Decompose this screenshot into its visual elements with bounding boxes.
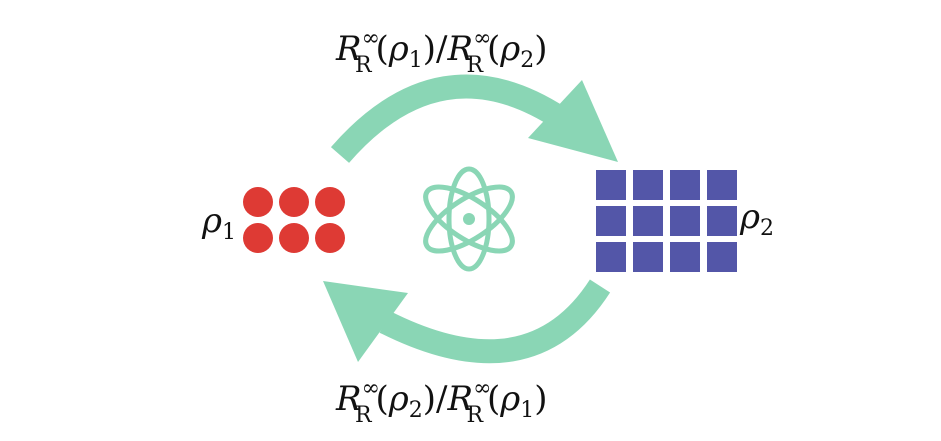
state2-square bbox=[633, 206, 663, 236]
state1-dot bbox=[279, 187, 309, 217]
state2-square bbox=[596, 206, 626, 236]
top-arrow-head bbox=[528, 80, 618, 162]
top-label-slash: / bbox=[436, 29, 448, 69]
bottom-label-R1: R bbox=[335, 379, 362, 419]
top-label: R∞R(ρ1)/R∞R(ρ2) bbox=[335, 26, 548, 78]
bottom-label-rho1: ρ bbox=[388, 379, 409, 419]
state2-square bbox=[670, 206, 700, 236]
state1-label-rho: ρ bbox=[201, 201, 222, 241]
state2-square bbox=[707, 170, 737, 200]
state2-square bbox=[670, 242, 700, 272]
state2-squares bbox=[596, 170, 737, 272]
state1-dot bbox=[243, 223, 273, 253]
state1-dots bbox=[243, 187, 345, 253]
top-label-close1: ) bbox=[423, 29, 436, 69]
top-label-rho2: ρ bbox=[499, 29, 520, 69]
state1-dot bbox=[279, 223, 309, 253]
state1-dot bbox=[243, 187, 273, 217]
top-label-sub1: R bbox=[355, 53, 373, 78]
bottom-label-sub1: R bbox=[355, 403, 373, 428]
top-label-R1: R bbox=[335, 29, 362, 69]
top-label-sup2: ∞ bbox=[473, 26, 491, 51]
top-label-rho1: ρ bbox=[388, 29, 409, 69]
state2-label-rho: ρ bbox=[739, 197, 760, 237]
top-label-sub2: R bbox=[466, 53, 484, 78]
bottom-label-open2: ( bbox=[487, 379, 500, 419]
top-label-sup1: ∞ bbox=[362, 26, 380, 51]
bottom-label-sup1: ∞ bbox=[362, 376, 380, 401]
atom-orbit-3 bbox=[446, 166, 492, 272]
top-label-idx2: 2 bbox=[520, 48, 534, 73]
top-arrow-shaft bbox=[330, 74, 567, 163]
bottom-label-close1: ) bbox=[423, 379, 436, 419]
bottom-label-rho2: ρ bbox=[499, 379, 520, 419]
top-label-close2: ) bbox=[534, 29, 547, 69]
top-arrow bbox=[330, 74, 618, 163]
bottom-arrow-head bbox=[323, 281, 408, 362]
bottom-label-close2: ) bbox=[534, 379, 547, 419]
bottom-label-idx2: 1 bbox=[520, 398, 534, 423]
state1-dot bbox=[315, 187, 345, 217]
top-label-open2: ( bbox=[487, 29, 500, 69]
state1-label: ρ1 bbox=[201, 201, 236, 245]
atom-orbit-2 bbox=[423, 184, 515, 254]
bottom-label-R2: R bbox=[447, 379, 474, 419]
bottom-arrow-shaft bbox=[379, 279, 611, 364]
state2-square bbox=[670, 170, 700, 200]
bottom-arrow bbox=[323, 279, 611, 364]
state2-label-index: 2 bbox=[760, 216, 774, 241]
state1-label-index: 1 bbox=[222, 220, 236, 245]
atom-orbit-1 bbox=[423, 184, 515, 254]
state2-label: ρ2 bbox=[739, 197, 774, 241]
state2-square bbox=[707, 242, 737, 272]
state2-square bbox=[633, 242, 663, 272]
bottom-label-open1: ( bbox=[376, 379, 389, 419]
atom-nucleus bbox=[463, 213, 475, 225]
state2-square bbox=[596, 242, 626, 272]
top-label-R2: R bbox=[447, 29, 474, 69]
bottom-label-sup2: ∞ bbox=[473, 376, 491, 401]
bottom-label-slash: / bbox=[436, 379, 448, 419]
bottom-label-sub2: R bbox=[466, 403, 484, 428]
state2-square bbox=[707, 206, 737, 236]
state1-dot bbox=[315, 223, 345, 253]
state2-square bbox=[633, 170, 663, 200]
bottom-label-idx1: 2 bbox=[409, 398, 423, 423]
top-label-open1: ( bbox=[376, 29, 389, 69]
bottom-label: R∞R(ρ2)/R∞R(ρ1) bbox=[335, 376, 548, 428]
top-label-idx1: 1 bbox=[409, 48, 423, 73]
atom-icon bbox=[423, 166, 515, 272]
state2-square bbox=[596, 170, 626, 200]
